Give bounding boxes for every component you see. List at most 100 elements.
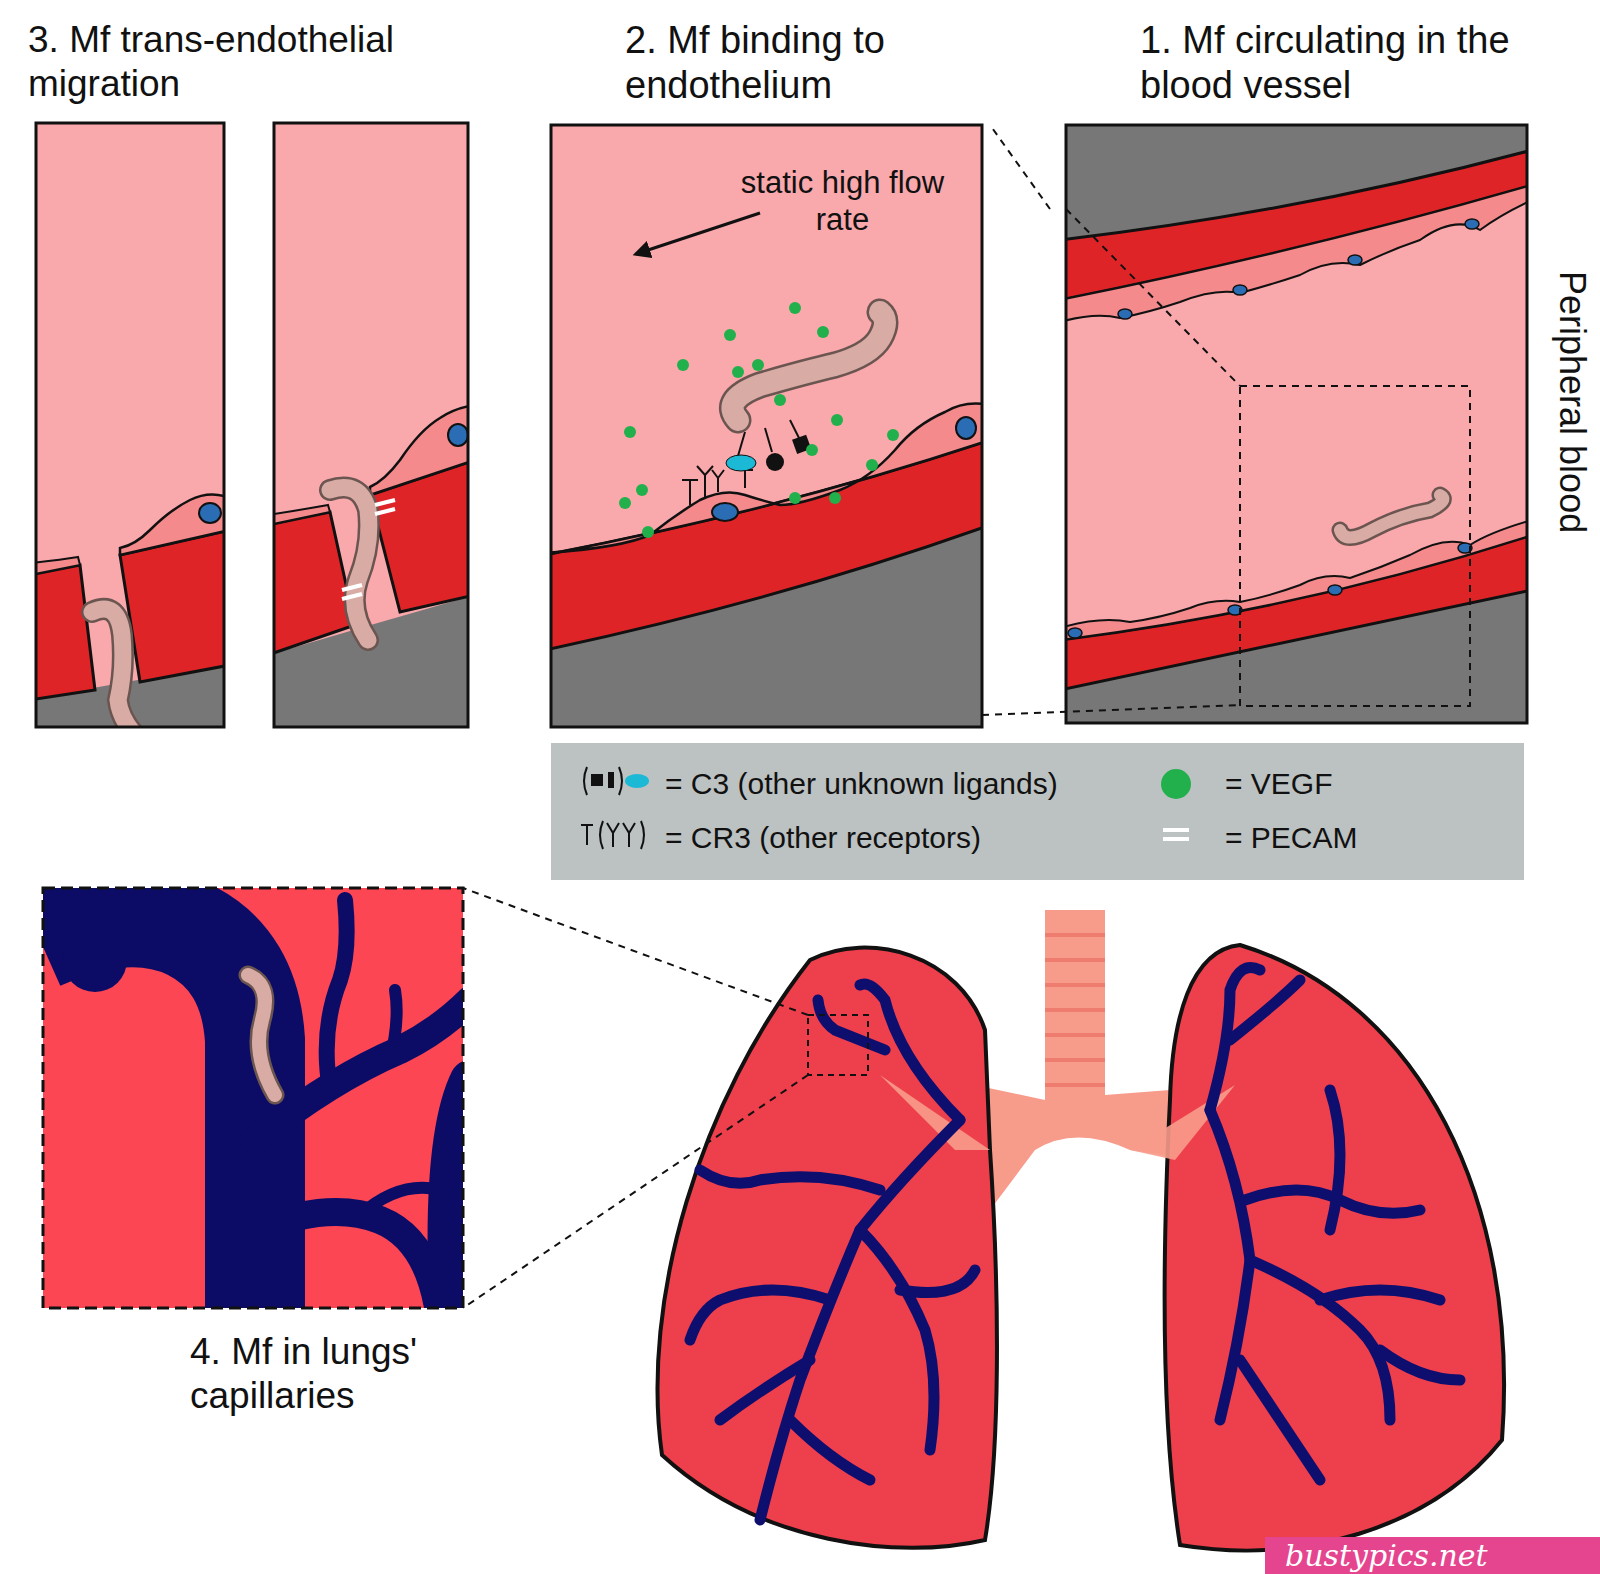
migration-panel-3b-part xyxy=(330,488,369,641)
vegf-dots-part xyxy=(732,366,744,378)
bars-sample xyxy=(1141,817,1211,853)
pecam-symbol-part xyxy=(342,585,362,590)
vegf-dots-part xyxy=(831,414,843,426)
vegf-dots-part xyxy=(806,444,818,456)
vegf-dots-part xyxy=(789,492,801,504)
lungs-illustration-part-part xyxy=(1045,983,1105,987)
receptor-symbol-part xyxy=(737,470,753,488)
receptor-symbol-part xyxy=(697,466,713,497)
step-heading: 4. Mf in lungs' capillaries xyxy=(190,1330,460,1417)
receptor-y xyxy=(607,823,619,847)
lungs-illustration-part-part xyxy=(1380,1350,1460,1380)
legend-entry: = C3 (other unknown ligands) xyxy=(581,763,1141,806)
lungs-illustration-part-part xyxy=(790,1420,870,1480)
migration-panel-3a-part xyxy=(36,557,80,575)
lungs-illustration-part-part xyxy=(860,1230,934,1450)
paren-mark xyxy=(641,821,644,849)
migration-panel-3a xyxy=(36,123,224,727)
ligand-symbol-part xyxy=(765,428,772,452)
capillary-inset-part xyxy=(255,900,463,1308)
ligand-sample xyxy=(581,763,651,799)
side-label: Peripheral blood xyxy=(1551,271,1593,491)
panel-border xyxy=(551,125,982,727)
capillary-inset-part xyxy=(43,917,255,1308)
legend-entry: = PECAM xyxy=(1141,817,1501,860)
legend-text: = PECAM xyxy=(1225,821,1358,855)
lungs-illustration-part xyxy=(808,1015,868,1075)
lungs-illustration-part xyxy=(657,948,996,1548)
step-heading: 3. Mf trans-endothelial migration xyxy=(28,18,476,105)
vessel-panel-1-part xyxy=(1066,520,1527,640)
lungs-illustration-part-part xyxy=(1240,1360,1320,1480)
vessel-panel-1-part xyxy=(1233,285,1247,295)
migration-panel-3b-part xyxy=(448,424,468,446)
vegf-dots-part xyxy=(642,526,654,538)
legend-text: = VEGF xyxy=(1225,767,1333,801)
vessel-panel-1-part xyxy=(1340,495,1443,538)
lungs-illustration-part-part xyxy=(720,1360,810,1420)
capillary-inset-part-part xyxy=(255,1000,463,1140)
migration-panel-3b xyxy=(274,123,468,727)
vegf-dots-part xyxy=(774,394,786,406)
migration-panel-3b-part xyxy=(330,488,369,641)
receptor-symbol xyxy=(682,466,753,505)
pecam-symbol-part xyxy=(375,509,395,514)
vessel-panel-1-part xyxy=(1066,185,1527,322)
migration-panel-3b-part xyxy=(274,512,355,655)
c3-ligand xyxy=(625,774,649,788)
lungs-illustration-part-part xyxy=(1045,1008,1105,1012)
ligand-square xyxy=(591,774,603,786)
panel-step-2: 2. Mf binding to endotheliumstatic high … xyxy=(545,10,990,732)
c3-ligand xyxy=(726,455,756,471)
vegf-dots-part xyxy=(636,484,648,496)
migration-panel-3b-part xyxy=(274,505,330,525)
paren-mark xyxy=(600,821,603,849)
binding-panel-2-part xyxy=(551,404,982,555)
receptor-t xyxy=(581,825,593,845)
paren-mark xyxy=(584,767,587,795)
capillary-inset-part-part xyxy=(448,1080,464,1308)
migration-panel-3a-part xyxy=(120,530,224,682)
capillary-inset-part xyxy=(248,975,275,1095)
lungs-illustration-part-part xyxy=(1320,1290,1440,1300)
pecam-symbol-part xyxy=(342,594,362,599)
receptor-sample xyxy=(581,817,651,853)
flow-note: static high flow rate xyxy=(740,165,945,238)
pecam-symbol xyxy=(342,500,395,599)
lungs-illustration-part-part xyxy=(1250,1260,1390,1420)
vegf-dots-part xyxy=(829,492,841,504)
binding-panel-2-part xyxy=(732,312,885,420)
capillary-inset-part xyxy=(248,975,275,1095)
flow-arrow xyxy=(636,213,760,254)
vegf-dots-part xyxy=(624,426,636,438)
vegf-dots-part xyxy=(817,326,829,338)
ligand-symbol-part xyxy=(738,432,745,456)
vessel-panel-1-part xyxy=(1465,219,1479,229)
migration-panel-3a-part xyxy=(199,503,221,523)
vessel-panel-1-part xyxy=(1240,386,1470,706)
receptor-symbol-part xyxy=(682,480,698,505)
lungs-illustration-part xyxy=(1045,935,1105,1085)
lungs-illustration-part xyxy=(463,1075,808,1308)
vegf-dots xyxy=(619,302,899,538)
vegf-dots-part xyxy=(677,359,689,371)
vessel-panel-1-part xyxy=(1118,309,1132,319)
panel-step-3: 3. Mf trans-endothelial migration xyxy=(28,10,476,732)
legend-swatch xyxy=(1161,769,1191,799)
legend-sample xyxy=(1141,769,1211,799)
ligand-symbol-part xyxy=(790,420,800,440)
legend-text: = C3 (other unknown ligands) xyxy=(665,767,1058,801)
lungs-illustration-part xyxy=(463,888,808,1015)
panel-border xyxy=(1066,125,1527,723)
capillary-inset-part-part xyxy=(390,990,397,1060)
legend-sample xyxy=(581,763,651,806)
watermark: bustypics.net xyxy=(1285,1538,1488,1573)
lungs-illustration-part-part xyxy=(1330,1090,1340,1230)
vegf-dots-part xyxy=(789,302,801,314)
legend-entry: = CR3 (other receptors) xyxy=(581,817,1141,860)
inset-step-4: 4. Mf in lungs' capillaries xyxy=(40,885,468,1430)
vessel-panel-1-part xyxy=(1348,255,1362,265)
lungs-illustration-part-part xyxy=(1045,1033,1105,1037)
receptor-symbol-part xyxy=(712,470,724,492)
